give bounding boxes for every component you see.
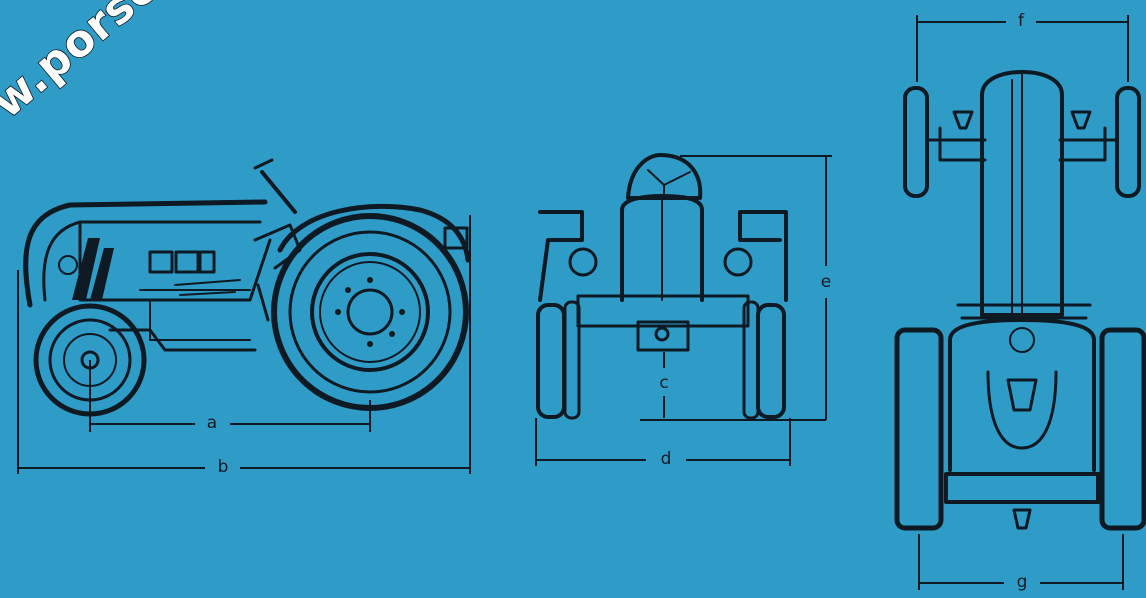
top-view-front-axle xyxy=(925,126,1119,162)
top-view-hood xyxy=(980,70,1064,317)
rear-wheel-inner-tyre xyxy=(288,230,452,394)
top-view-rear-hitch xyxy=(944,472,1100,504)
front-view-drawbar xyxy=(636,320,690,352)
top-view-steering-wheel xyxy=(1009,327,1035,353)
front-view-left-wheel xyxy=(536,303,566,419)
grille-slat xyxy=(90,248,114,300)
rear-fender xyxy=(277,203,471,263)
rear-light xyxy=(443,226,469,250)
rear-wheel-rim xyxy=(310,252,430,372)
top-view-left-front-wheel xyxy=(903,86,929,198)
front-view-left-fender xyxy=(538,210,584,302)
dimension-d-label: d xyxy=(661,449,672,469)
front-view-pin xyxy=(654,326,670,342)
dimension-c-label: c xyxy=(659,373,668,393)
dimension-c: c xyxy=(640,352,826,421)
engine-block xyxy=(139,289,251,341)
steering-column xyxy=(260,170,297,214)
dimension-e: e xyxy=(680,155,832,420)
dimension-e-label: e xyxy=(821,272,831,292)
front-view-left-wheel-inner xyxy=(563,300,581,420)
top-view-seat-pan xyxy=(1006,378,1038,412)
front-view-right-wheel-inner xyxy=(742,300,760,420)
top-view-drawbar xyxy=(1012,508,1032,530)
engine-panel xyxy=(174,250,200,274)
top-view-right-rear-wheel xyxy=(1099,327,1146,531)
dimension-f: f xyxy=(916,11,1129,82)
dimension-g-label: g xyxy=(1017,572,1028,592)
front-view-right-fender xyxy=(738,210,788,302)
tractor-side-view xyxy=(23,158,471,417)
wheel-bolt xyxy=(335,309,341,315)
front-view-steering-wheel xyxy=(626,153,703,200)
dimension-g: g xyxy=(918,534,1124,592)
wheel-bolt xyxy=(367,277,373,283)
front-fender xyxy=(23,199,268,308)
hood-outline xyxy=(42,220,262,302)
top-view-left-lamp xyxy=(952,110,974,130)
top-view-right-front-wheel xyxy=(1115,86,1141,198)
tractor-top-view xyxy=(894,70,1146,531)
front-axle-link xyxy=(108,328,257,352)
dimension-b: b xyxy=(17,215,471,477)
control-lever xyxy=(256,283,270,322)
front-view-hood xyxy=(620,194,704,302)
dimension-a: a xyxy=(89,360,371,433)
wheel-bolt xyxy=(399,309,405,315)
rear-wheel-disc xyxy=(319,261,421,363)
steering-wheel xyxy=(253,158,274,170)
top-view-body xyxy=(948,318,1096,472)
rear-wheel-hub xyxy=(346,288,394,336)
engine-panel xyxy=(198,250,216,274)
top-view-right-lamp xyxy=(1070,110,1092,130)
top-view-dash xyxy=(956,303,1092,320)
grille-slat xyxy=(72,238,100,300)
front-view-steering-spokes xyxy=(647,169,691,199)
hood-body xyxy=(78,220,272,302)
top-view-seat xyxy=(986,370,1058,450)
engine-panel xyxy=(148,250,174,274)
engine-detail xyxy=(174,279,241,296)
rear-wheel-tyre xyxy=(271,213,469,411)
headlight xyxy=(58,255,78,275)
top-view-left-rear-wheel xyxy=(894,327,944,531)
front-view-right-lamp xyxy=(723,247,753,277)
dimension-f-label: f xyxy=(1018,11,1025,31)
front-view-right-wheel xyxy=(756,303,786,419)
dimension-b-label: b xyxy=(218,457,229,477)
front-view-left-lamp xyxy=(568,247,598,277)
wheel-bolt xyxy=(367,341,373,347)
dimension-a-label: a xyxy=(207,413,217,433)
dimension-d: d xyxy=(535,418,791,469)
wheel-bolt xyxy=(389,331,395,337)
wheel-bolt xyxy=(345,287,351,293)
tractor-front-view xyxy=(536,153,788,420)
watermark-text: w.porsc xyxy=(0,0,166,128)
